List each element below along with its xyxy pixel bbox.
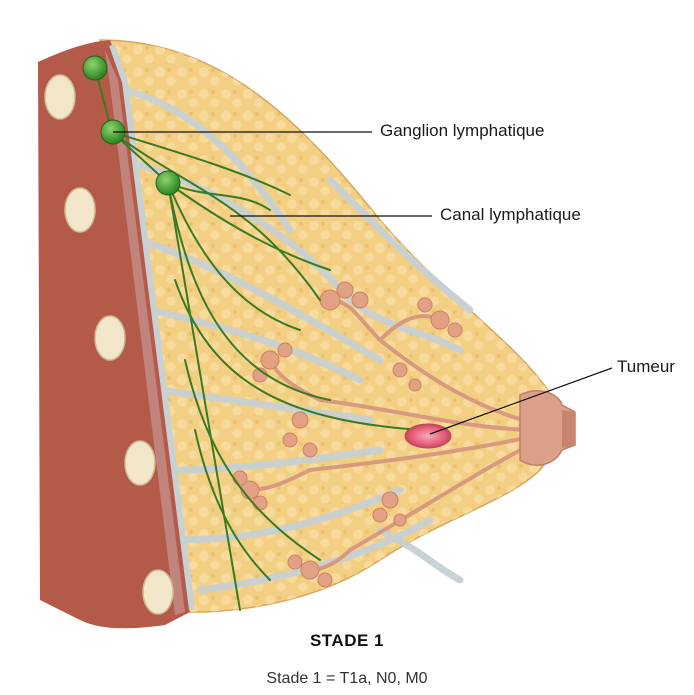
nipple xyxy=(520,391,575,465)
canal-label: Canal lymphatique xyxy=(440,205,581,225)
stage-caption: Stade 1 = T1a, N0, M0 xyxy=(0,670,694,688)
stage-title: STADE 1 xyxy=(0,631,694,651)
lymph-node-1 xyxy=(83,56,107,80)
lymph-node-3 xyxy=(156,171,180,195)
tumor xyxy=(405,424,451,448)
tumeur-label: Tumeur xyxy=(617,357,675,377)
ganglion-label: Ganglion lymphatique xyxy=(380,121,544,141)
